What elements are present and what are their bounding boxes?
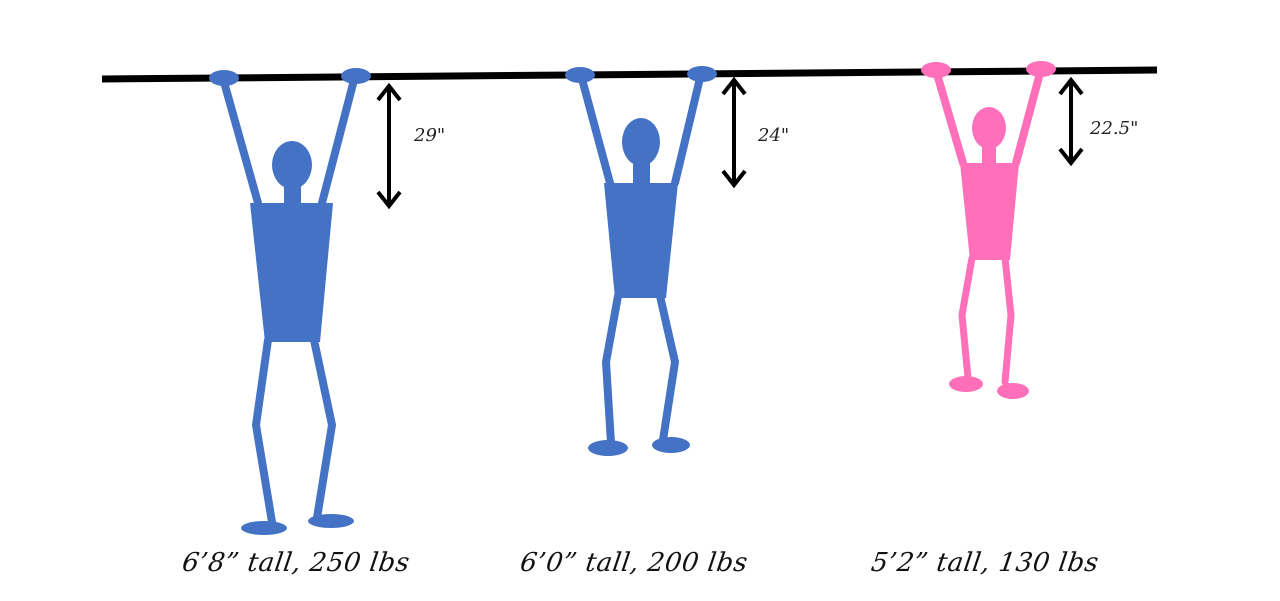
torso <box>960 163 1019 260</box>
left-leg <box>252 336 276 526</box>
right-arm <box>1012 69 1044 167</box>
right-arm <box>671 74 704 187</box>
left-arm <box>578 75 614 187</box>
caption-figure-tall: 6’8” tall, 250 lbs <box>180 548 412 578</box>
figure-medium: 24" <box>565 66 789 456</box>
right-hand <box>687 66 717 82</box>
right-hand <box>341 68 371 84</box>
caption-figure-short: 5’2” tall, 130 lbs <box>869 548 1101 578</box>
left-arm <box>933 70 967 167</box>
left-foot <box>241 521 287 535</box>
left-foot <box>949 376 983 392</box>
right-leg <box>656 292 679 444</box>
figure-tall: 29" <box>209 68 445 535</box>
measurement-label: 24" <box>757 125 789 146</box>
right-arm <box>318 76 358 207</box>
right-foot <box>652 437 690 453</box>
measurement-arrow <box>1058 76 1084 167</box>
left-leg <box>602 292 622 447</box>
left-hand <box>921 62 951 78</box>
left-leg <box>958 254 976 382</box>
right-leg <box>1001 254 1015 386</box>
right-leg <box>310 336 336 522</box>
measurement-arrow <box>376 82 402 210</box>
measurement-arrow <box>721 76 747 189</box>
left-arm <box>220 78 262 207</box>
neck <box>284 186 301 204</box>
measurement-label: 29" <box>413 125 445 146</box>
head <box>622 118 660 166</box>
left-hand <box>565 67 595 83</box>
measurement-label: 22.5" <box>1089 118 1138 139</box>
left-foot <box>588 440 628 456</box>
head <box>272 141 312 189</box>
pull-up-bar <box>101 66 1158 83</box>
neck <box>982 147 996 164</box>
torso <box>604 183 678 298</box>
right-foot <box>308 514 354 528</box>
torso <box>250 203 333 342</box>
right-foot <box>997 383 1029 399</box>
neck <box>633 163 650 183</box>
left-hand <box>209 70 239 86</box>
right-hand <box>1026 61 1056 77</box>
head <box>972 107 1006 149</box>
figure-short: 22.5" <box>921 61 1138 399</box>
caption-figure-medium: 6’0” tall, 200 lbs <box>518 548 750 578</box>
